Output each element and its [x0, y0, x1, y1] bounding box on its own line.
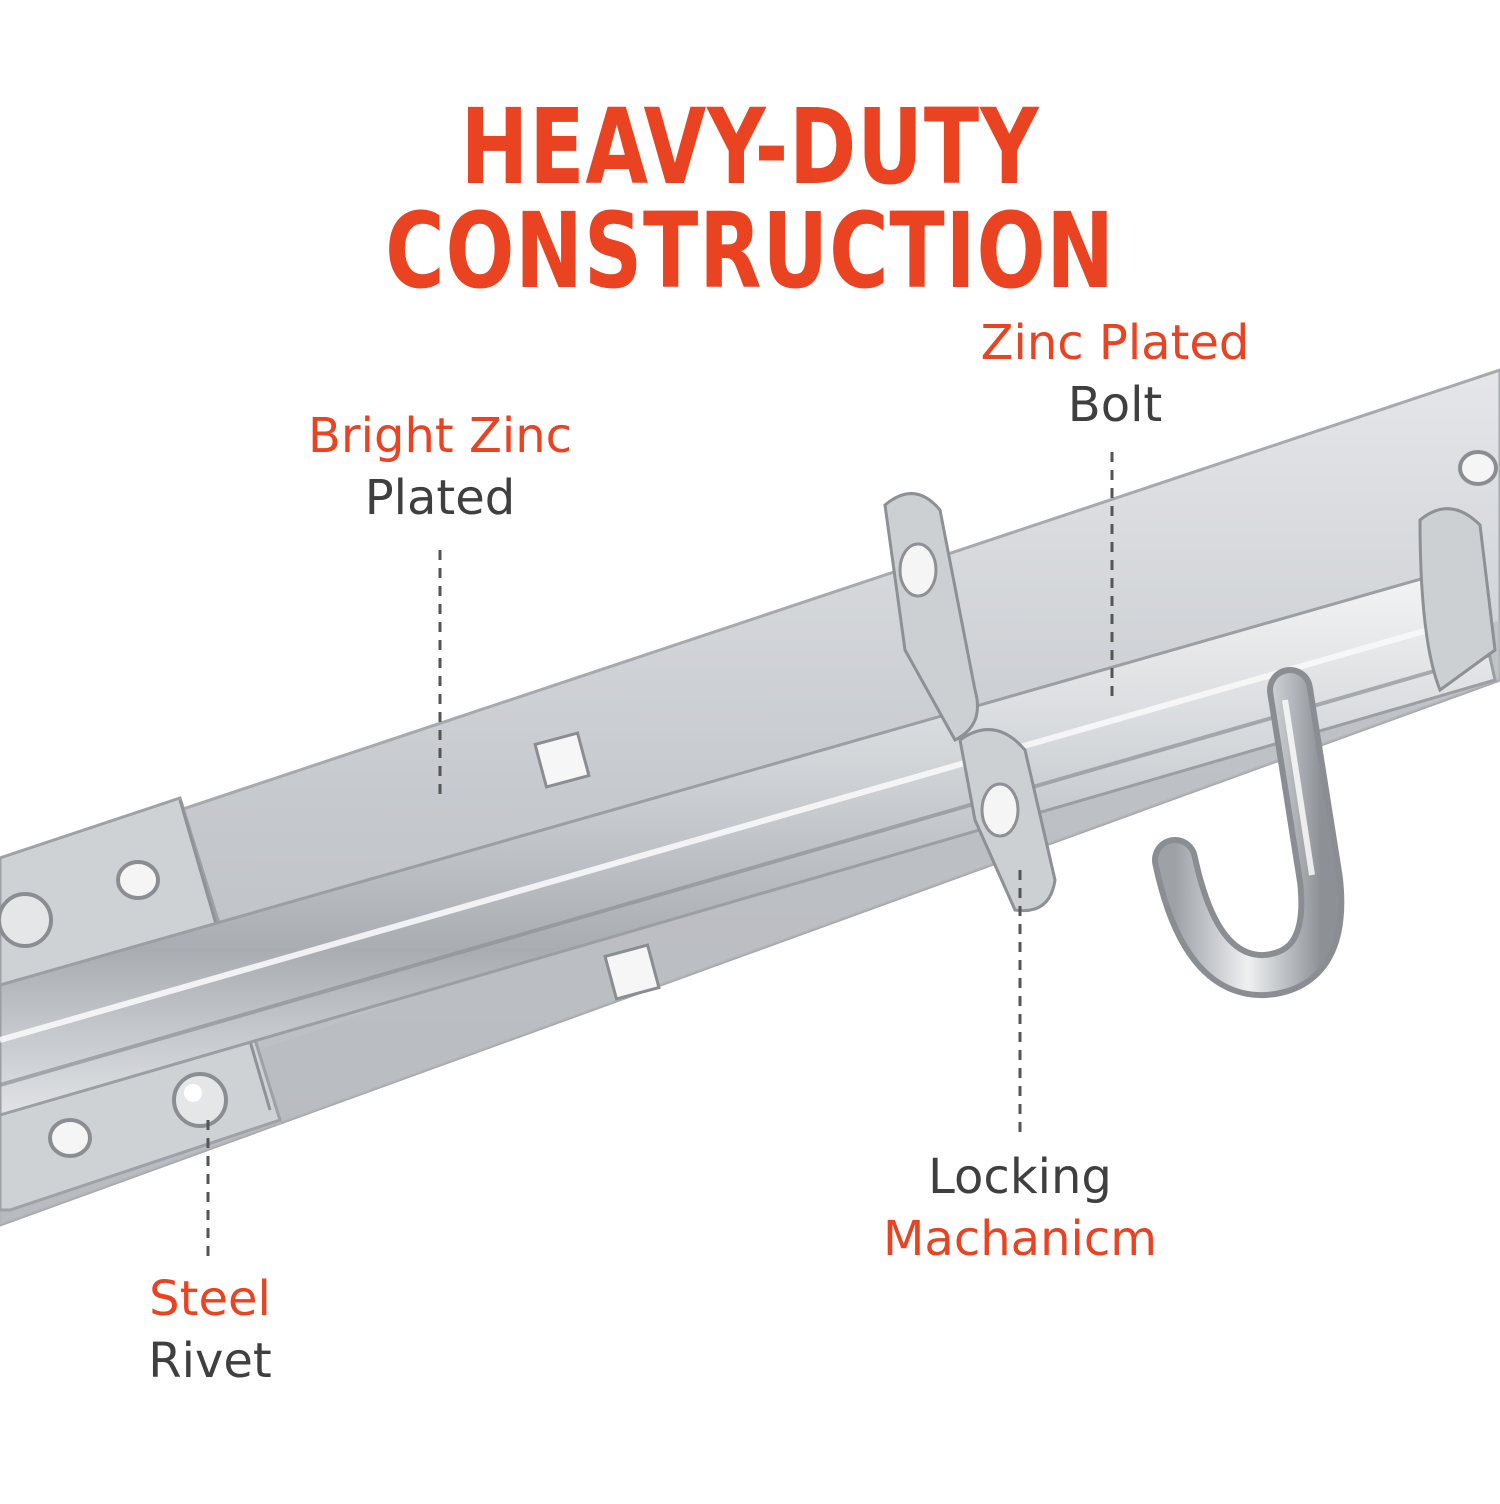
- round-holes: [48, 450, 1498, 1158]
- callout-locking-accent: Machanicm: [883, 1211, 1157, 1267]
- headline: HEAVY-DUTY CONSTRUCTION: [385, 86, 1115, 312]
- guide-loops: [883, 492, 1497, 913]
- rivets: [0, 892, 228, 1128]
- u-handle: [1152, 667, 1345, 999]
- square-holes: [533, 731, 661, 1001]
- leader-lines: [206, 452, 1114, 1258]
- callout-locking-plain: Locking: [928, 1149, 1112, 1205]
- callout-zinc-bolt: Zinc Plated Bolt: [955, 312, 1275, 436]
- callout-zinc-bolt-plain: Bolt: [1067, 377, 1163, 433]
- callout-locking: Locking Machanicm: [855, 1146, 1185, 1270]
- callout-steel-rivet: Steel Rivet: [100, 1268, 320, 1392]
- sliding-bolt-bar: [0, 563, 1497, 1117]
- callout-bright-zinc-plain: Plated: [364, 470, 516, 526]
- callout-steel-rivet-accent: Steel: [149, 1271, 271, 1327]
- callout-bright-zinc: Bright Zinc Plated: [290, 405, 590, 529]
- callout-steel-rivet-plain: Rivet: [148, 1333, 272, 1389]
- callout-bright-zinc-accent: Bright Zinc: [308, 408, 572, 464]
- callout-zinc-bolt-accent: Zinc Plated: [980, 315, 1250, 371]
